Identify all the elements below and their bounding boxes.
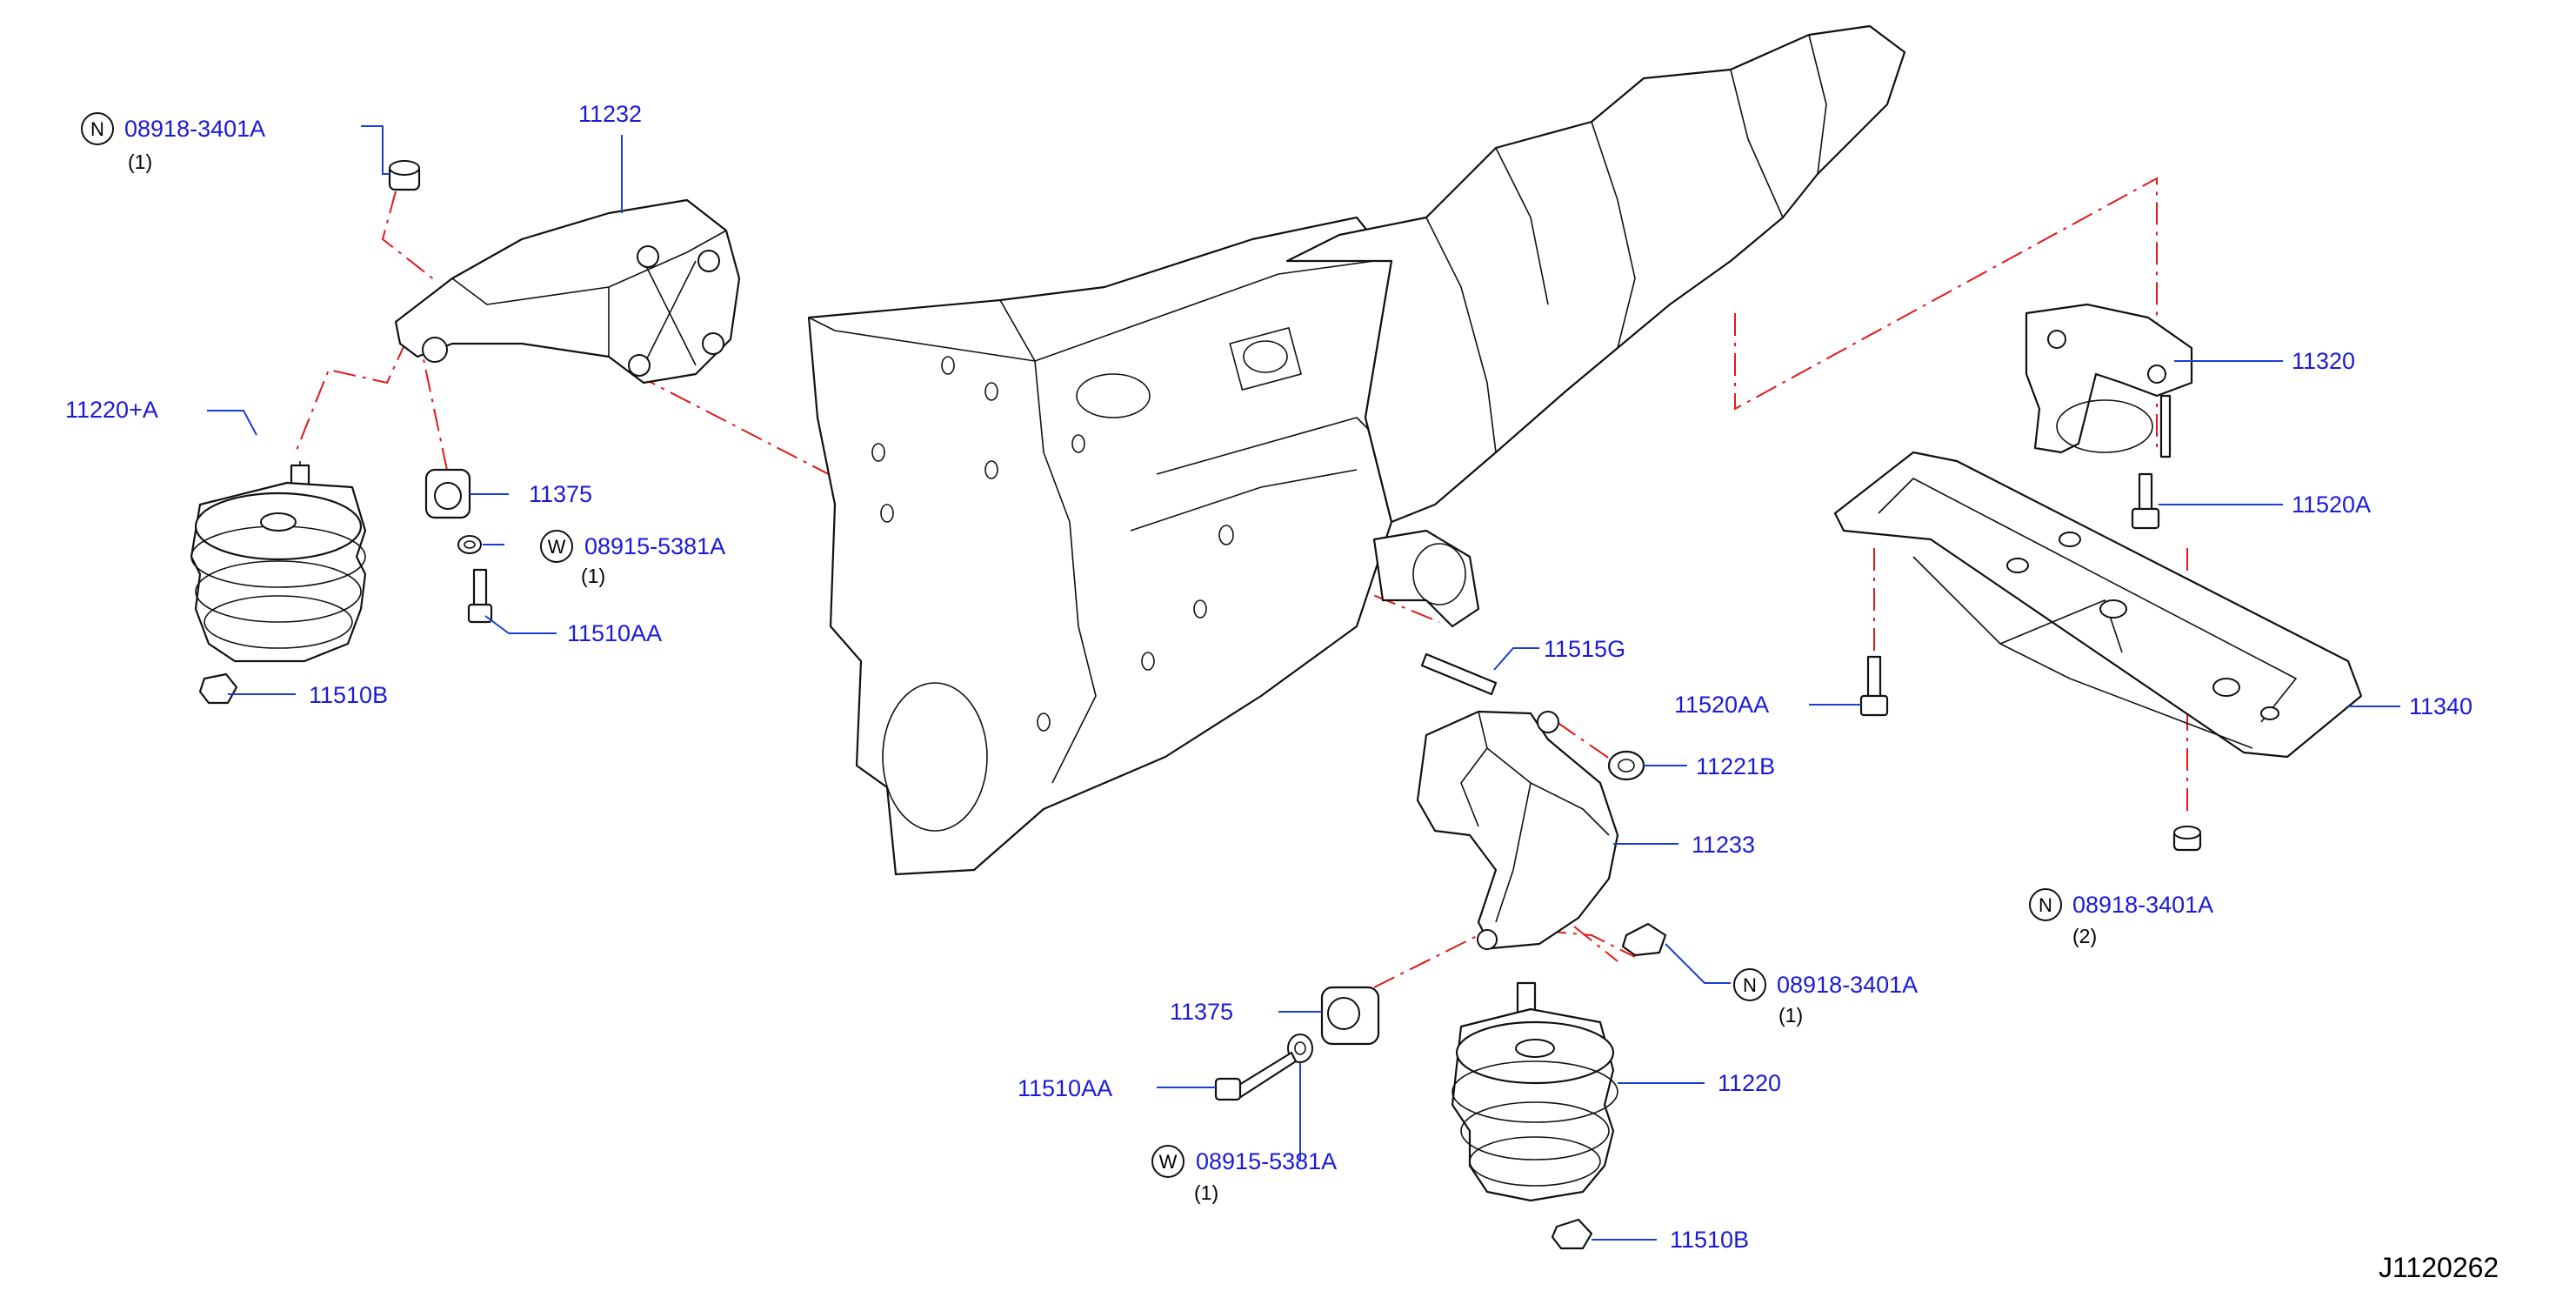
callout-badge-n-top: N <box>81 112 114 145</box>
label-11220[interactable]: 11220 <box>1718 1070 1781 1096</box>
washer-top <box>457 535 482 554</box>
label-11510b-top[interactable]: 11510B <box>309 682 388 708</box>
bolt-11510aa-bottom <box>1214 1051 1298 1101</box>
callout-badge-w-top: W <box>540 530 573 563</box>
engine-mount-bracket-left <box>394 198 741 385</box>
bolt-11520a <box>2131 472 2160 530</box>
engine-mount-insulator-left <box>190 461 367 663</box>
callout-badge-w-bottom: W <box>1151 1145 1185 1178</box>
bushing-top <box>424 468 471 519</box>
leader-lines <box>207 125 2400 1241</box>
stud-11515g <box>1420 652 1498 696</box>
label-11220a[interactable]: 11220+A <box>65 397 158 423</box>
rear-mount-insulator <box>2025 303 2193 458</box>
washer-bottom <box>1287 1033 1313 1063</box>
qty-08918-top: (1) <box>128 151 152 173</box>
label-11510aa-bottom[interactable]: 11510AA <box>1018 1075 1112 1101</box>
engine-mount-insulator-right <box>1451 981 1618 1202</box>
qty-08915-top: (1) <box>581 565 605 587</box>
label-11510b-bottom[interactable]: 11510B <box>1670 1227 1749 1253</box>
engine-block <box>807 216 1393 876</box>
label-11510aa-top[interactable]: 11510AA <box>567 620 662 646</box>
label-11233[interactable]: 11233 <box>1692 832 1755 858</box>
label-11375-bottom[interactable]: 11375 <box>1170 999 1233 1025</box>
engine-mount-bracket-right <box>1416 710 1619 950</box>
svg-text:N: N <box>90 118 104 140</box>
label-08915-bottom[interactable]: 08915-5381A <box>1196 1148 1337 1174</box>
transmission-crossmember <box>1833 451 2363 759</box>
callout-badge-n-mid: N <box>1733 968 1766 1001</box>
svg-text:W: W <box>1159 1151 1178 1173</box>
label-11515g[interactable]: 11515G <box>1544 636 1625 662</box>
diagram-code: J1120262 <box>2379 1252 2499 1283</box>
flange-nut-mid <box>1621 922 1667 957</box>
label-08918-top[interactable]: 08918-3401A <box>124 116 265 142</box>
label-11520a[interactable]: 11520A <box>2292 492 2371 518</box>
svg-text:N: N <box>1743 974 1757 996</box>
flange-nut-right <box>2172 826 2202 852</box>
svg-text:W: W <box>548 536 566 558</box>
qty-08915-bottom: (1) <box>1194 1181 1218 1204</box>
label-08915-top[interactable]: 08915-5381A <box>584 533 725 559</box>
label-11221b[interactable]: 11221B <box>1696 753 1775 779</box>
label-11232[interactable]: 11232 <box>578 101 642 127</box>
nut-11510b-top <box>198 672 238 705</box>
label-11340[interactable]: 11340 <box>2409 693 2473 719</box>
flange-nut-top <box>388 160 421 191</box>
bolt-11520aa <box>1859 655 1889 717</box>
label-08918-right[interactable]: 08918-3401A <box>2072 892 2213 918</box>
label-08918-mid[interactable]: 08918-3401A <box>1777 972 1918 998</box>
nut-11510b-bottom <box>1551 1218 1593 1250</box>
nut-11221b <box>1607 750 1645 781</box>
callout-badge-n-right: N <box>2029 888 2062 921</box>
bolt-11510aa-top <box>467 568 493 624</box>
label-11520aa[interactable]: 11520AA <box>1674 692 1769 718</box>
engine-transmission-outline <box>807 24 1906 876</box>
qty-08918-right: (2) <box>2072 925 2097 947</box>
bushing-bottom <box>1320 986 1380 1046</box>
qty-08918-mid: (1) <box>1779 1004 1803 1027</box>
part-labels: 11232 08918-3401A (1) 11220+A 11375 0891… <box>65 101 2473 1253</box>
label-11320[interactable]: 11320 <box>2292 348 2355 374</box>
label-11375-top[interactable]: 11375 <box>529 481 592 507</box>
svg-text:N: N <box>2039 894 2052 916</box>
